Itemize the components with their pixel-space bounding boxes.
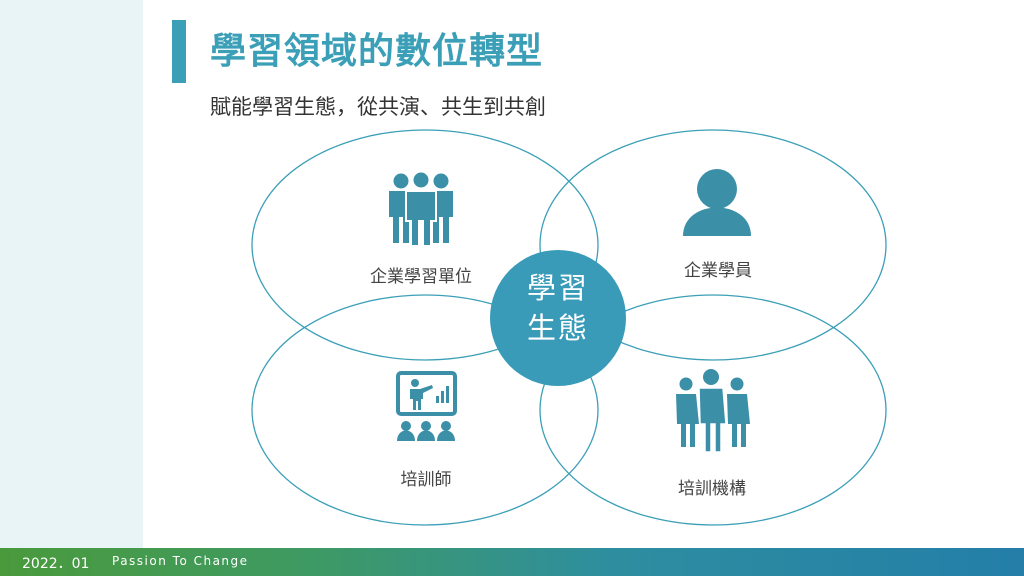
presentation-trainer-icon — [396, 371, 457, 441]
page-subtitle: 賦能學習生態，從共演、共生到共創 — [210, 95, 546, 119]
title-accent-bar — [172, 20, 186, 83]
ellipse-training-institution — [539, 294, 887, 526]
left-sidebar-panel — [0, 0, 143, 548]
ellipse-trainer — [251, 294, 599, 526]
label-enterprise-learning-unit: 企業學習單位 — [370, 267, 472, 287]
label-trainer: 培訓師 — [400, 470, 452, 490]
footer-bar: 2022．01 Passion To Change — [0, 548, 1024, 576]
page-title: 學習領域的數位轉型 — [210, 31, 544, 72]
center-label-line1: 學習 — [526, 271, 589, 305]
ellipse-enterprise-learner — [539, 129, 887, 361]
footer-slogan: Passion To Change — [112, 554, 249, 568]
user-icon — [683, 169, 751, 236]
center-label: 學習 生態 — [493, 268, 623, 348]
center-label-line2: 生態 — [526, 311, 589, 345]
label-training-institution: 培訓機構 — [678, 479, 746, 499]
footer-date: 2022．01 — [22, 556, 90, 572]
center-circle — [490, 250, 626, 386]
ecosystem-venn-diagram — [251, 129, 887, 526]
team-icon — [676, 369, 750, 453]
ellipse-enterprise-learning-unit — [251, 129, 599, 361]
business-group-icon — [389, 170, 453, 247]
label-enterprise-learner: 企業學員 — [684, 261, 752, 281]
